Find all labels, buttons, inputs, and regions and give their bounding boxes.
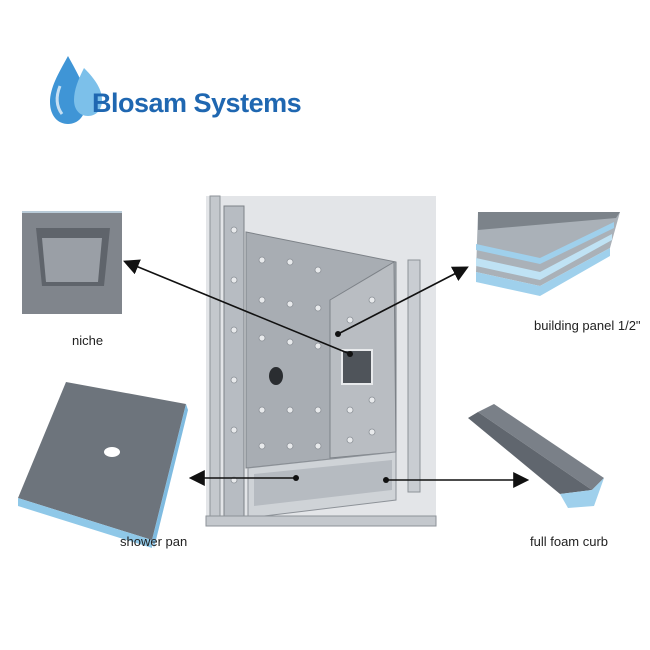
arrow-building-panel <box>337 266 469 335</box>
label-foam-curb: full foam curb <box>530 534 609 549</box>
arrow-niche <box>123 259 351 355</box>
label-niche: niche <box>72 333 104 348</box>
building-panel-image <box>476 212 620 296</box>
foam-curb-image <box>468 404 604 508</box>
label-building-panel: building panel 1/2" <box>534 318 641 333</box>
callout-arrows <box>123 259 530 488</box>
brand-logo-text: Blosam Systems <box>92 88 302 118</box>
wall-assembly <box>205 195 437 527</box>
niche-image <box>22 211 122 314</box>
label-shower-pan: shower pan <box>120 534 188 549</box>
shower-pan-image <box>18 382 188 548</box>
